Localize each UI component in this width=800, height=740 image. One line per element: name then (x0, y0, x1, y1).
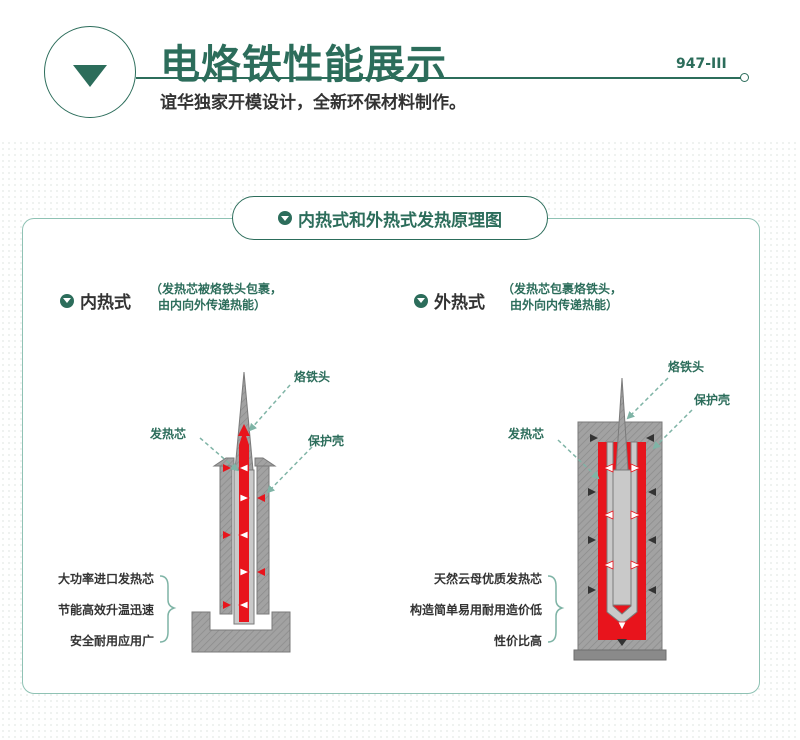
panel-title-pill: 内热式和外热式发热原理图 (232, 196, 548, 240)
internal-heading: 内热式 (80, 293, 131, 313)
header-badge (44, 26, 136, 118)
external-feature-3: 性价比高 (493, 634, 542, 648)
internal-feature-brace (159, 575, 177, 643)
panel-title: 内热式和外热式发热原理图 (298, 210, 502, 231)
model-number: 947-III (676, 56, 727, 72)
internal-desc-line1: （发热芯被烙铁头包裹， (150, 282, 283, 296)
external-label-shell: 保护壳 (694, 393, 731, 407)
external-heading-group: 外热式 (414, 288, 485, 313)
internal-feature-2: 节能高效升温迅速 (57, 603, 154, 617)
external-feature-1: 天然云母优质发热芯 (433, 572, 542, 586)
external-feature-brace (547, 575, 565, 643)
internal-iron-drawing (191, 371, 291, 653)
external-heading: 外热式 (434, 293, 485, 313)
header-rule-end-dot (740, 73, 749, 82)
internal-desc-line2: 由内向外传递热能） (158, 298, 267, 312)
external-label-tip: 烙铁头 (668, 360, 705, 374)
external-label-core: 发热芯 (508, 427, 545, 441)
internal-heading-group: 内热式 (60, 288, 131, 313)
circle-chevron-down-icon (278, 211, 292, 225)
internal-label-tip: 烙铁头 (294, 370, 331, 384)
internal-label-core: 发热芯 (150, 427, 187, 441)
page-title: 电烙铁性能展示 (160, 42, 447, 88)
external-desc-line1: （发热芯包裹烙铁头， (502, 282, 623, 296)
internal-feature-1: 大功率进口发热芯 (57, 572, 154, 586)
page-subtitle: 谊华独家开模设计，全新环保材料制作。 (160, 93, 466, 113)
external-description: （发热芯包裹烙铁头， 由外向内传递热能） (502, 281, 622, 313)
internal-feature-3: 安全耐用应用广 (69, 634, 154, 648)
internal-label-shell: 保护壳 (308, 434, 345, 448)
circle-chevron-down-icon (414, 293, 428, 308)
triangle-down-icon (73, 65, 107, 87)
circle-chevron-down-icon (60, 293, 74, 308)
external-feature-2: 构造简单易用耐用造价低 (409, 603, 542, 617)
internal-description: （发热芯被烙铁头包裹， 由内向外传递热能） (150, 281, 282, 313)
external-iron-drawing (573, 377, 667, 661)
header-rule (136, 77, 742, 79)
external-desc-line2: 由外向内传递热能） (510, 298, 619, 312)
